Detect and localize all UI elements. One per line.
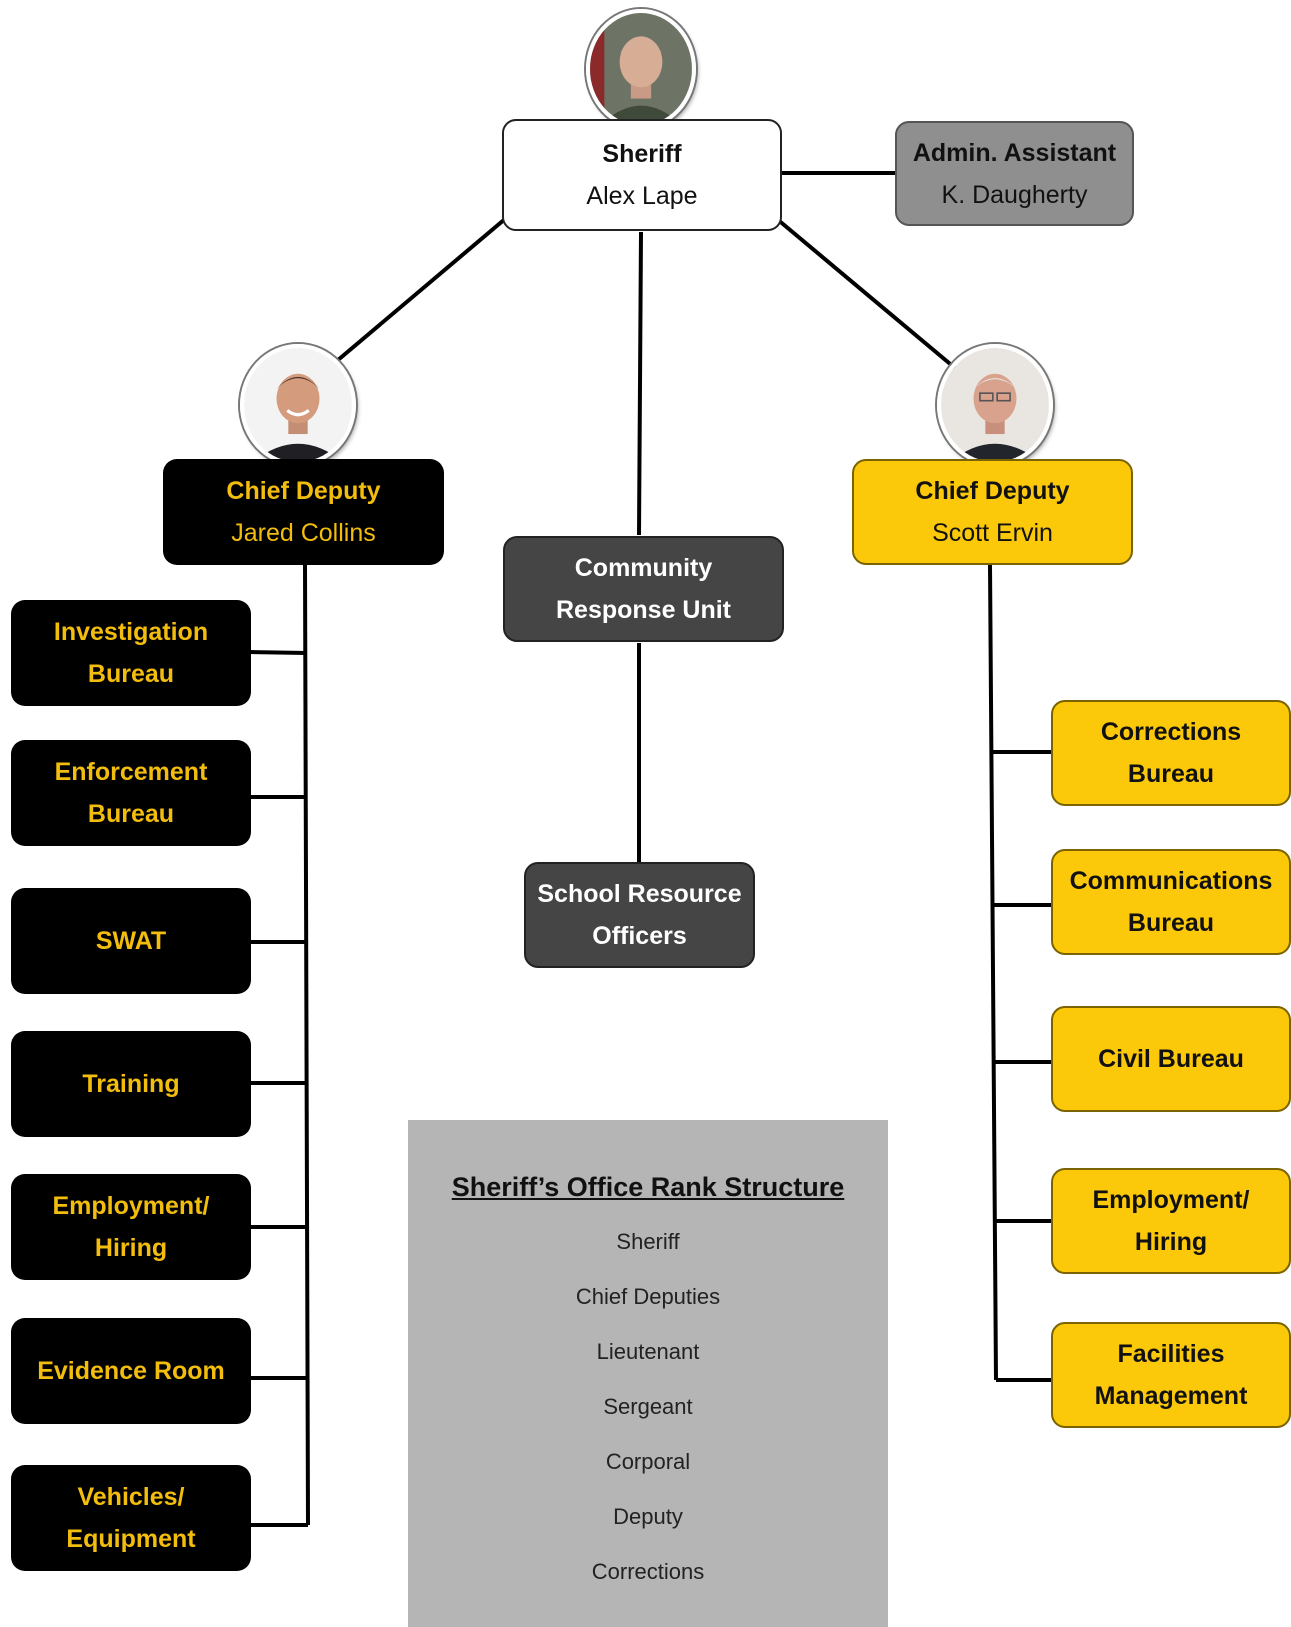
rank-item: Deputy xyxy=(613,1504,683,1529)
chief-deputy-left-name: Jared Collins xyxy=(231,519,376,547)
unit-label-line1: SWAT xyxy=(95,927,167,955)
chief-deputy-left-photo xyxy=(240,344,356,466)
rank-item: Sergeant xyxy=(603,1394,693,1419)
unit-label-line1: Communications xyxy=(1069,867,1273,895)
school-resource-box: School Resource Officers xyxy=(524,862,755,968)
admin-assistant-title: Admin. Assistant xyxy=(912,138,1117,167)
admin-assistant-name: K. Daugherty xyxy=(941,180,1088,209)
admin-assistant-box: Admin. Assistant K. Daugherty xyxy=(895,121,1134,226)
chief-deputy-left-title: Chief Deputy xyxy=(226,477,381,505)
rank-item: Chief Deputies xyxy=(575,1284,721,1309)
sheriff-title: Sheriff xyxy=(602,140,682,168)
unit-label-line1: Training xyxy=(82,1070,180,1098)
unit-investigation-bureau: Investigation Bureau xyxy=(11,600,251,706)
sheriff-photo xyxy=(586,9,696,129)
unit-label-line2: Bureau xyxy=(87,800,175,828)
unit-label-line1: Civil Bureau xyxy=(1098,1045,1244,1073)
unit-vehicles-equipment: Vehicles/ Equipment xyxy=(11,1465,251,1571)
sheriff-box: Sheriff Alex Lape xyxy=(502,119,782,231)
unit-label-line1: Vehicles/ xyxy=(77,1483,185,1511)
unit-training: Training xyxy=(11,1031,251,1137)
unit-label-line2: Bureau xyxy=(1127,909,1215,937)
unit-label-line2: Management xyxy=(1094,1382,1248,1410)
unit-enforcement-bureau: Enforcement Bureau xyxy=(11,740,251,846)
sheriff-name: Alex Lape xyxy=(586,182,698,210)
unit-employment-hiring-left: Employment/ Hiring xyxy=(11,1174,251,1280)
unit-facilities-management: Facilities Management xyxy=(1051,1322,1291,1428)
chief-deputy-right-photo xyxy=(937,344,1053,466)
unit-label-line2: Bureau xyxy=(1127,760,1215,788)
unit-label-line2: Equipment xyxy=(66,1525,196,1553)
unit-label-line1: Investigation xyxy=(53,618,209,646)
unit-label-line1: Evidence Room xyxy=(37,1357,225,1385)
unit-label-line2: Bureau xyxy=(87,660,175,688)
chief-deputy-right-box: Chief Deputy Scott Ervin xyxy=(852,459,1133,565)
rank-structure-title: Sheriff’s Office Rank Structure xyxy=(451,1172,845,1202)
school-resource-line2: Officers xyxy=(592,922,687,950)
unit-label-line1: Corrections xyxy=(1100,718,1242,746)
chief-deputy-right-title: Chief Deputy xyxy=(915,477,1070,505)
community-response-line1: Community xyxy=(574,554,713,582)
rank-item: Corrections xyxy=(591,1559,705,1584)
unit-swat: SWAT xyxy=(11,888,251,994)
unit-corrections-bureau: Corrections Bureau xyxy=(1051,700,1291,806)
unit-communications-bureau: Communications Bureau xyxy=(1051,849,1291,955)
community-response-box: Community Response Unit xyxy=(503,536,784,642)
unit-label-line1: Enforcement xyxy=(54,758,208,786)
unit-label-line1: Employment/ xyxy=(1092,1186,1250,1214)
unit-evidence-room: Evidence Room xyxy=(11,1318,251,1424)
unit-label-line1: Employment/ xyxy=(52,1192,210,1220)
unit-label-line1: Facilities xyxy=(1117,1340,1225,1368)
community-response-line2: Response Unit xyxy=(555,596,732,624)
chief-deputy-left-box: Chief Deputy Jared Collins xyxy=(163,459,444,565)
unit-civil-bureau: Civil Bureau xyxy=(1051,1006,1291,1112)
rank-list: Sheriff Chief Deputies Lieutenant Sergea… xyxy=(408,1222,888,1607)
unit-employment-hiring-right: Employment/ Hiring xyxy=(1051,1168,1291,1274)
school-resource-line1: School Resource xyxy=(537,880,742,908)
rank-item: Lieutenant xyxy=(596,1339,700,1364)
unit-label-line2: Hiring xyxy=(94,1234,168,1262)
rank-item: Corporal xyxy=(605,1449,691,1474)
rank-item: Sheriff xyxy=(616,1229,680,1254)
chief-deputy-right-name: Scott Ervin xyxy=(932,519,1053,547)
rank-structure-panel: Sheriff’s Office Rank Structure Sheriff … xyxy=(408,1120,888,1627)
unit-label-line2: Hiring xyxy=(1134,1228,1208,1256)
